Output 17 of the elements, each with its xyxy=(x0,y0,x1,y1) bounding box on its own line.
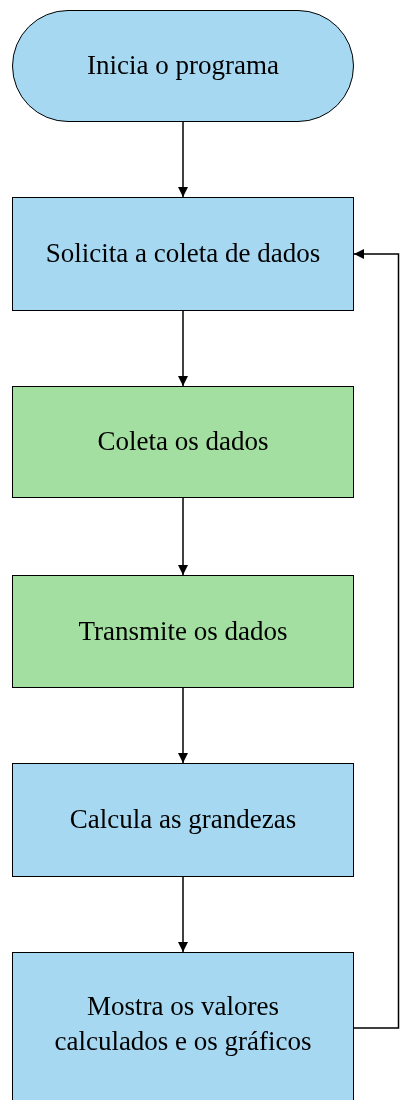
step-label: Coleta os dados xyxy=(97,425,269,459)
process-box xyxy=(12,952,354,1100)
arrow xyxy=(178,310,188,387)
arrow xyxy=(178,687,188,764)
step-label: Transmite os dados xyxy=(78,614,288,648)
step-label: Solicita a coleta de dados xyxy=(45,237,321,271)
arrow xyxy=(178,876,188,953)
step-label: Inicia o programa xyxy=(87,49,279,83)
step-label: Mostra os valores calculados e os gráficos xyxy=(53,990,313,1059)
process-box xyxy=(12,386,354,498)
arrow xyxy=(178,497,188,576)
arrow xyxy=(178,121,188,198)
process-box xyxy=(12,575,354,688)
arrow xyxy=(353,249,400,1029)
step-label: Calcula as grandezas xyxy=(69,803,297,837)
process-box xyxy=(12,763,354,877)
process-box xyxy=(12,197,354,311)
